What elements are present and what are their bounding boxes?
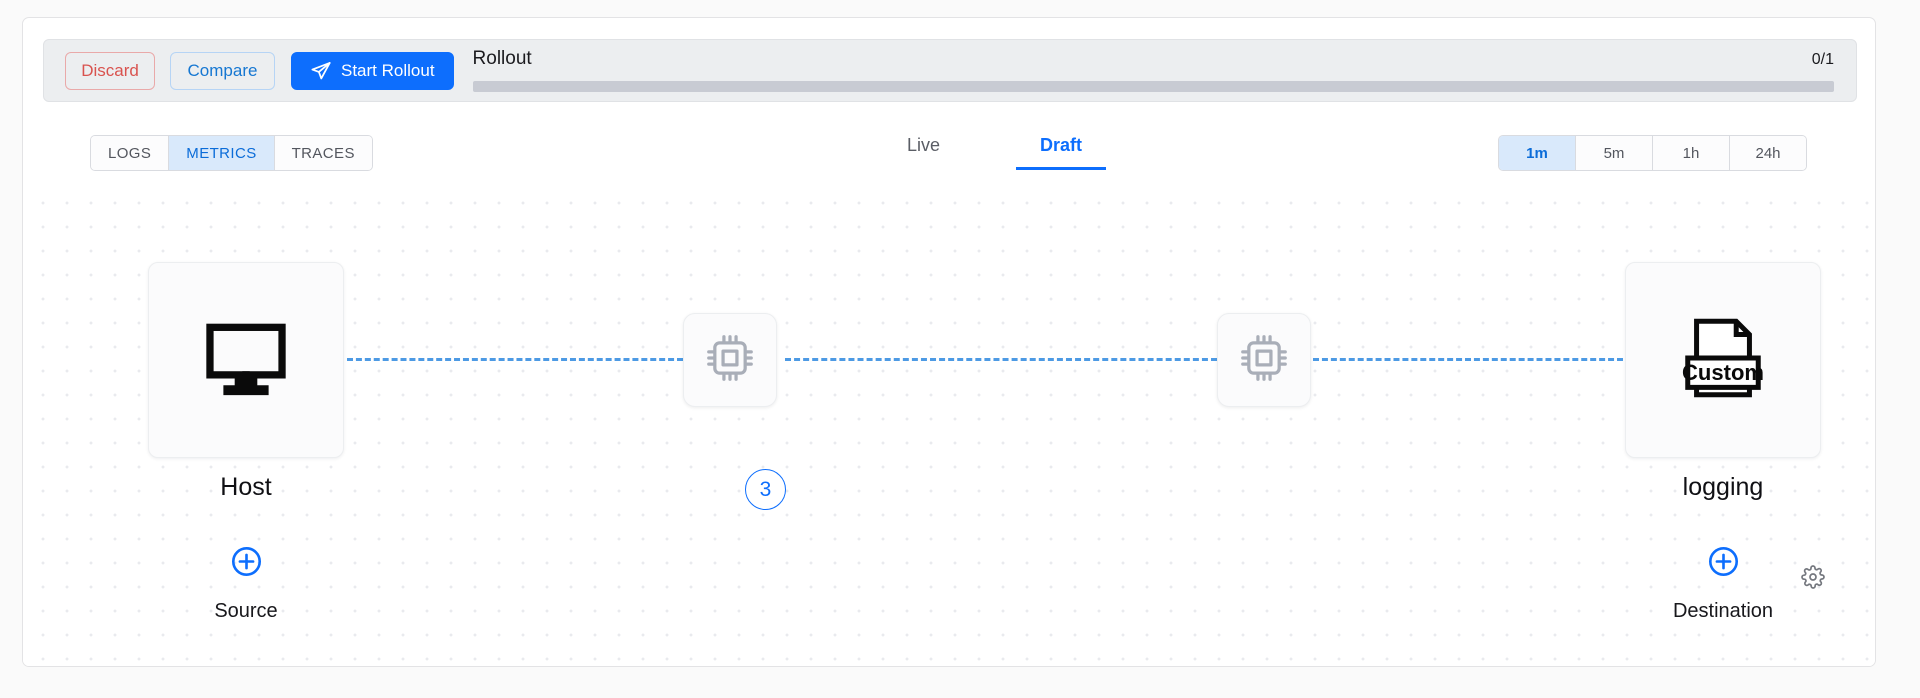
cpu-icon [1238,332,1290,389]
cpu-icon [704,332,756,389]
tab-draft[interactable]: Draft [1016,131,1107,170]
processor-node-2[interactable] [1217,313,1311,407]
rollout-title: Rollout [472,47,532,69]
time-range-5m-label: 5m [1603,144,1625,162]
monitor-icon [200,312,292,409]
source-node-label: Host [220,473,272,501]
compare-button-label: Compare [187,60,258,80]
processor-count-badge[interactable]: 3 [745,469,786,510]
gear-icon[interactable] [1801,565,1825,594]
time-range-5m[interactable]: 5m [1576,136,1653,170]
send-icon [310,60,332,82]
tab-metrics[interactable]: METRICS [169,136,275,170]
tab-traces-label: TRACES [291,144,355,162]
tab-metrics-label: METRICS [186,144,257,162]
rollout-count: 0/1 [1811,50,1834,68]
time-range-selector: 1m 5m 1h 24h [1498,135,1807,171]
tab-draft-label: Draft [1040,135,1083,155]
tab-logs-label: LOGS [108,144,152,162]
compare-button[interactable]: Compare [170,51,275,90]
add-source-group: Source [116,545,376,623]
plus-circle-icon[interactable] [230,545,263,583]
tab-traces[interactable]: TRACES [274,136,372,170]
pipeline-app-card: Discard Compare Start Rollout Rollout 0/… [22,17,1876,667]
tab-logs[interactable]: LOGS [91,136,170,170]
destination-node[interactable]: Custom [1625,262,1821,458]
rollout-progress-track [472,80,1834,92]
rollout-progress: Rollout 0/1 [472,47,1834,94]
tab-live[interactable]: Live [883,131,964,170]
source-node[interactable] [148,262,344,458]
time-range-24h-label: 24h [1755,144,1781,162]
connector-processor-2-to-destination [1313,358,1623,361]
connector-source-to-processor-1 [347,358,683,361]
discard-button[interactable]: Discard [65,51,155,90]
time-range-1m[interactable]: 1m [1499,136,1576,170]
pipeline-canvas[interactable]: Host 3 [23,185,1875,666]
discard-button-label: Discard [81,60,139,80]
time-range-1h[interactable]: 1h [1653,136,1730,170]
add-destination-group: Destination [1593,545,1853,623]
signal-type-tab-group: LOGS METRICS TRACES [90,135,373,171]
tabs-row: LOGS METRICS TRACES Live Draft 1m 5m [23,123,1875,185]
time-range-1h-label: 1h [1682,144,1700,162]
start-rollout-button[interactable]: Start Rollout [291,51,454,90]
custom-file-icon: Custom [1676,311,1770,410]
connector-processor-1-to-processor-2 [785,358,1217,361]
custom-file-icon-text: Custom [1682,360,1764,385]
time-range-1m-label: 1m [1526,144,1548,162]
destination-node-label: logging [1682,473,1764,501]
time-range-24h[interactable]: 24h [1730,136,1806,170]
plus-circle-icon[interactable] [1707,545,1740,583]
tab-live-label: Live [907,135,941,155]
start-rollout-button-label: Start Rollout [341,60,435,80]
processor-node-1[interactable] [683,313,777,407]
add-destination-label[interactable]: Destination [1672,600,1774,622]
add-source-label[interactable]: Source [214,600,278,622]
rollout-toolbar: Discard Compare Start Rollout Rollout 0/… [43,39,1857,102]
view-tab-group: Live Draft [883,131,1107,170]
